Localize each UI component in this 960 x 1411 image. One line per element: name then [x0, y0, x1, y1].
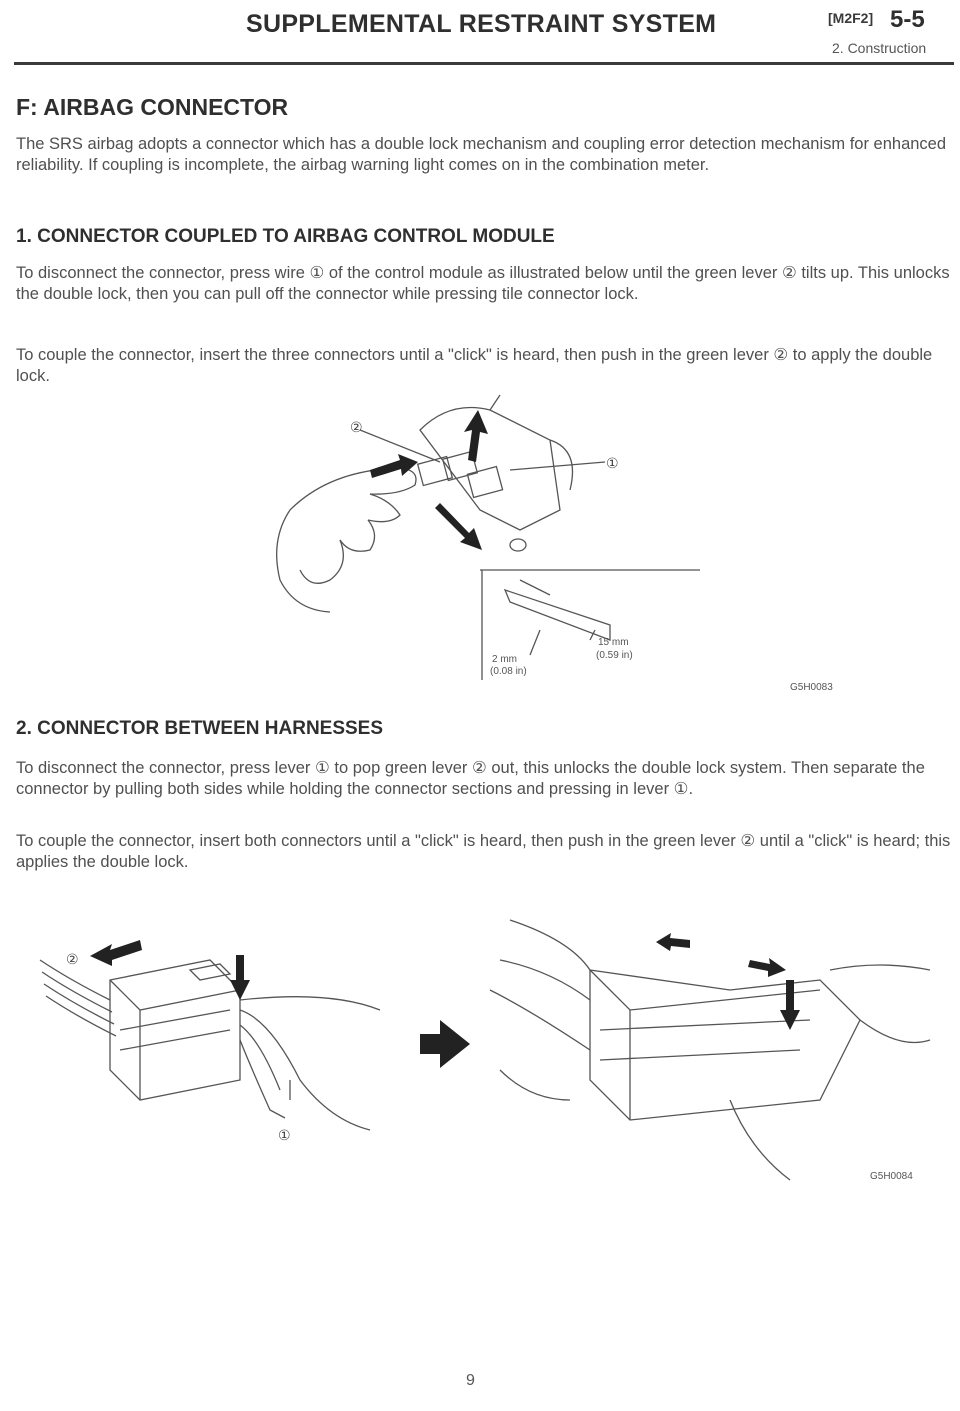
- figure1-dimension-b-inches: (0.59 in): [596, 650, 633, 661]
- figure2-code: G5H0084: [870, 1171, 913, 1182]
- header-title: SUPPLEMENTAL RESTRAINT SYSTEM: [246, 10, 717, 38]
- figure1-dimension-a: 2 mm: [492, 654, 517, 665]
- header-code: [M2F2]: [828, 10, 874, 26]
- page-number: 9: [466, 1372, 475, 1389]
- subsection-2-paragraph-2: To couple the connector, insert both con…: [16, 832, 951, 871]
- header-subsection: 2. Construction: [832, 40, 927, 56]
- figure1-dimension-a-inches: (0.08 in): [490, 666, 527, 677]
- intro-paragraph: The SRS airbag adopts a connector which …: [16, 135, 947, 174]
- subsection-1-paragraph-2: To couple the connector, insert the thre…: [16, 346, 933, 385]
- subsection-1-paragraph-1: To disconnect the connector, press wire …: [16, 264, 950, 303]
- subsection-2-paragraph-1: To disconnect the connector, press lever…: [16, 759, 925, 798]
- subsection-2-title: 2. CONNECTOR BETWEEN HARNESSES: [16, 718, 384, 739]
- section-title: F: AIRBAG CONNECTOR: [16, 94, 289, 120]
- subsection-1-title: 1. CONNECTOR COUPLED TO AIRBAG CONTROL M…: [16, 226, 555, 247]
- header-divider: [14, 62, 954, 65]
- figure2-callout-2: ②: [66, 952, 79, 968]
- figure1-callout-2: ②: [350, 420, 363, 436]
- figure1-callout-1: ①: [606, 456, 619, 472]
- figure1-code: G5H0083: [790, 682, 833, 693]
- control-module-connector-illustration: ② ① 2 mm (0.08 in) 15 mm (0.59 in): [276, 394, 700, 680]
- header-page-ref: 5-5: [890, 6, 925, 33]
- figure2-callout-1: ①: [278, 1128, 291, 1144]
- figure1-dimension-b: 15 mm: [598, 637, 629, 648]
- harness-connector-illustration: ② ①: [39, 919, 931, 1181]
